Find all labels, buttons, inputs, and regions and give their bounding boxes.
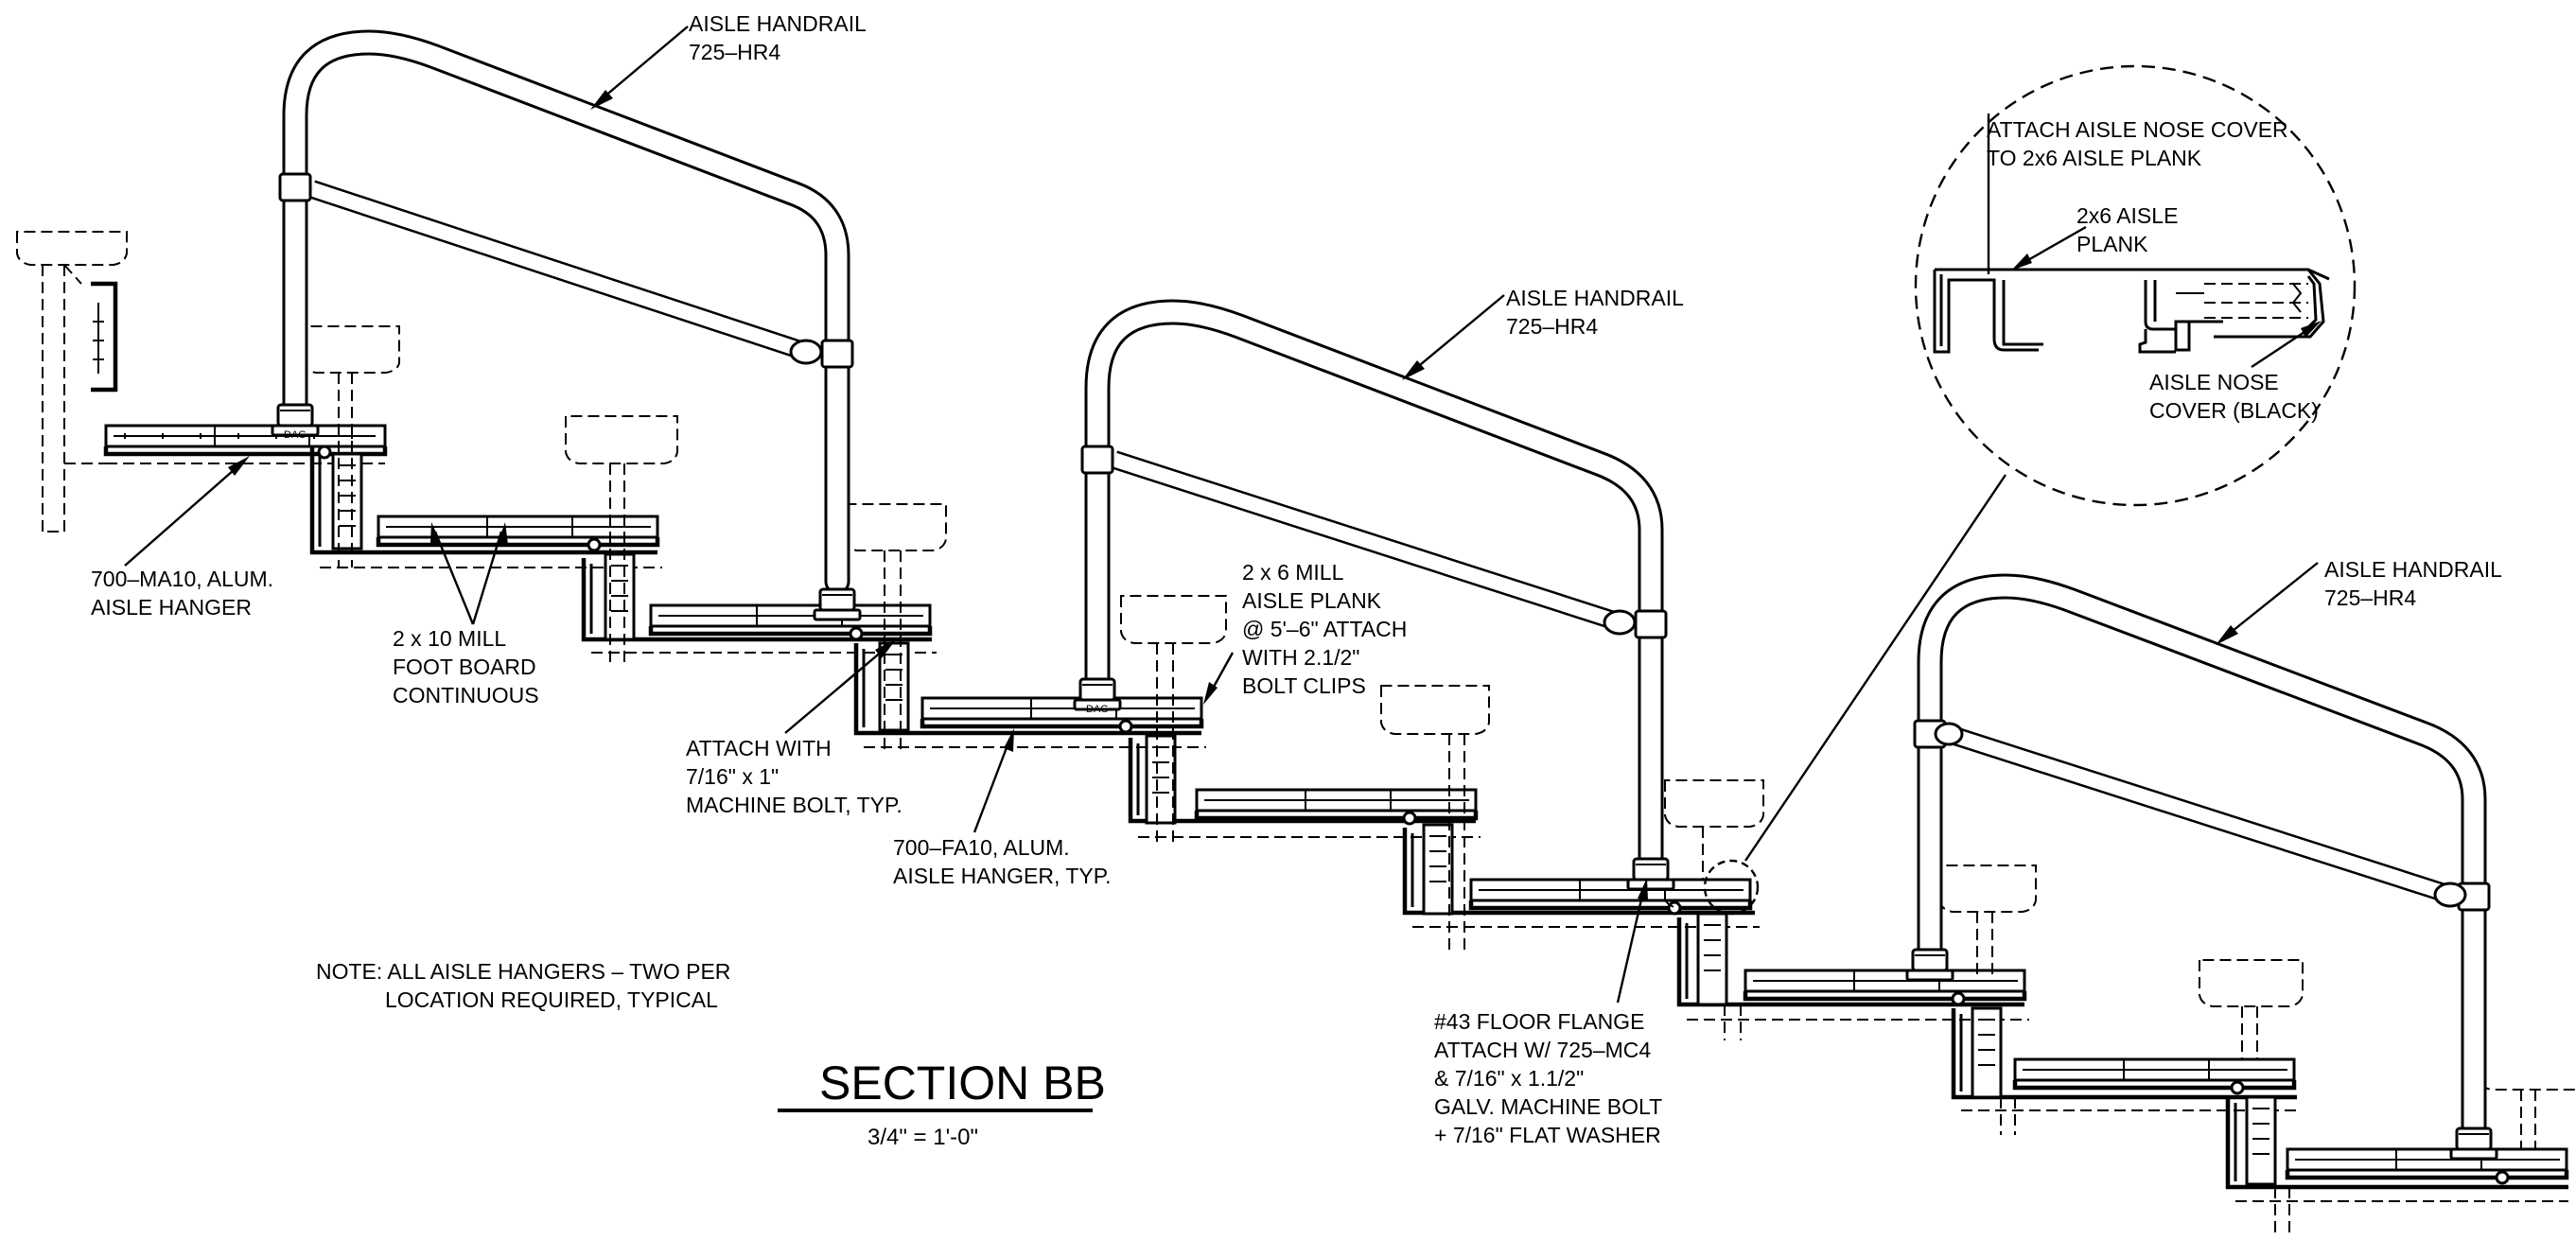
step-8-hanger [2199,959,2568,1234]
step-6-hanger [1664,779,2029,1040]
callout-foot-board-line1: 2 x 10 MILL [393,626,506,651]
detail-nose-cover-line1: ATTACH AISLE NOSE COVER [1987,117,2288,142]
handrail-label-2: AISLE HANDRAIL 725–HR4 [1506,286,1684,339]
callout-floor-flange-line1: #43 FLOOR FLANGE [1434,1009,1644,1034]
callout-aisle-plank-line1: 2 x 6 MILL [1242,560,1344,585]
callout-floor-flange-line2: ATTACH W/ 725–MC4 [1434,1038,1651,1062]
callout-floor-flange: #43 FLOOR FLANGE ATTACH W/ 725–MC4 & 7/1… [1434,1009,1662,1147]
step-2 [376,515,660,552]
section-scale: 3/4" = 1'-0" [867,1125,978,1150]
callout-aisle-plank-line4: WITH 2.1/2" [1242,645,1359,670]
callout-aisle-plank: 2 x 6 MILL AISLE PLANK @ 5'–6" ATTACH WI… [1242,560,1407,698]
step-4 [920,696,1204,734]
step-2-hanger [565,415,937,662]
handrail-label-2-line2: 725–HR4 [1506,314,1598,339]
handrail-3 [1905,573,2498,1161]
callout-fa10-line2: AISLE HANGER, TYP. [893,864,1112,888]
callout-aisle-plank-line2: AISLE PLANK [1242,588,1382,613]
leaders [124,26,2322,1004]
handrail-label-1: AISLE HANDRAIL 725–HR4 [689,11,867,64]
general-note: NOTE: ALL AISLE HANGERS – TWO PER LOCATI… [316,959,730,1012]
handrail-label-1-line2: 725–HR4 [689,40,780,64]
handrail-label-3-line1: AISLE HANDRAIL [2324,557,2502,582]
step-3 [648,603,933,641]
general-note-line2: LOCATION REQUIRED, TYPICAL [385,987,718,1012]
callout-machine-bolt: ATTACH WITH 7/16" x 1" MACHINE BOLT, TYP… [686,736,902,817]
callout-aisle-plank-line3: @ 5'–6" ATTACH [1242,617,1407,641]
handrail-1 [271,29,862,621]
detail-cover-line2: COVER (BLACK) [2149,398,2319,423]
step-7-hanger [1938,865,2299,1135]
callout-ma10: 700–MA10, ALUM. AISLE HANGER [91,567,273,620]
callout-floor-flange-line3: & 7/16" x 1.1/2" [1434,1066,1584,1091]
handrail-label-3-line2: 725–HR4 [2324,585,2416,610]
callout-foot-board-line3: CONTINUOUS [393,683,539,707]
step-4-hanger [1120,595,1481,842]
flange-mark-1: DAG [284,429,307,441]
handrail-2 [1073,299,1675,891]
step-7 [1743,969,2027,1006]
detail-plank-line2: PLANK [2077,232,2148,256]
callout-foot-board-line2: FOOT BOARD [393,655,536,679]
general-note-line1: NOTE: ALL AISLE HANGERS – TWO PER [316,959,730,984]
step-6 [1468,878,1753,916]
callout-fa10: 700–FA10, ALUM. AISLE HANGER, TYP. [893,835,1112,888]
detail-labels: ATTACH AISLE NOSE COVER TO 2x6 AISLE PLA… [1987,117,2319,423]
section-title-block: SECTION BB 3/4" = 1'-0" [778,1057,1106,1150]
step-8 [2012,1057,2297,1095]
callout-aisle-plank-line5: BOLT CLIPS [1242,673,1366,698]
left-support [16,231,128,533]
detail-cover-line1: AISLE NOSE [2149,370,2279,394]
detail-plank-line1: 2x6 AISLE [2077,203,2178,228]
step-9 [2285,1050,2576,1185]
callout-foot-board: 2 x 10 MILL FOOT BOARD CONTINUOUS [393,626,539,707]
handrail-label-2-line1: AISLE HANDRAIL [1506,286,1684,310]
callout-fa10-line1: 700–FA10, ALUM. [893,835,1070,860]
detail-circle [1703,64,2357,916]
callout-machine-bolt-line2: 7/16" x 1" [686,764,779,789]
handrail-label-3: AISLE HANDRAIL 725–HR4 [2324,557,2502,610]
callout-floor-flange-line5: + 7/16" FLAT WASHER [1434,1123,1661,1147]
callout-ma10-line2: AISLE HANGER [91,595,252,620]
callout-ma10-line1: 700–MA10, ALUM. [91,567,273,591]
callout-machine-bolt-line3: MACHINE BOLT, TYP. [686,793,902,817]
step-5 [1194,788,1479,826]
handrail-label-1-line1: AISLE HANDRAIL [689,11,867,36]
callout-machine-bolt-line1: ATTACH WITH [686,736,832,760]
section-title: SECTION BB [819,1057,1106,1109]
flange-mark-2: DAG [1086,704,1109,715]
callout-floor-flange-line4: GALV. MACHINE BOLT [1434,1094,1662,1119]
detail-nose-cover-line2: TO 2x6 AISLE PLANK [1987,146,2202,170]
